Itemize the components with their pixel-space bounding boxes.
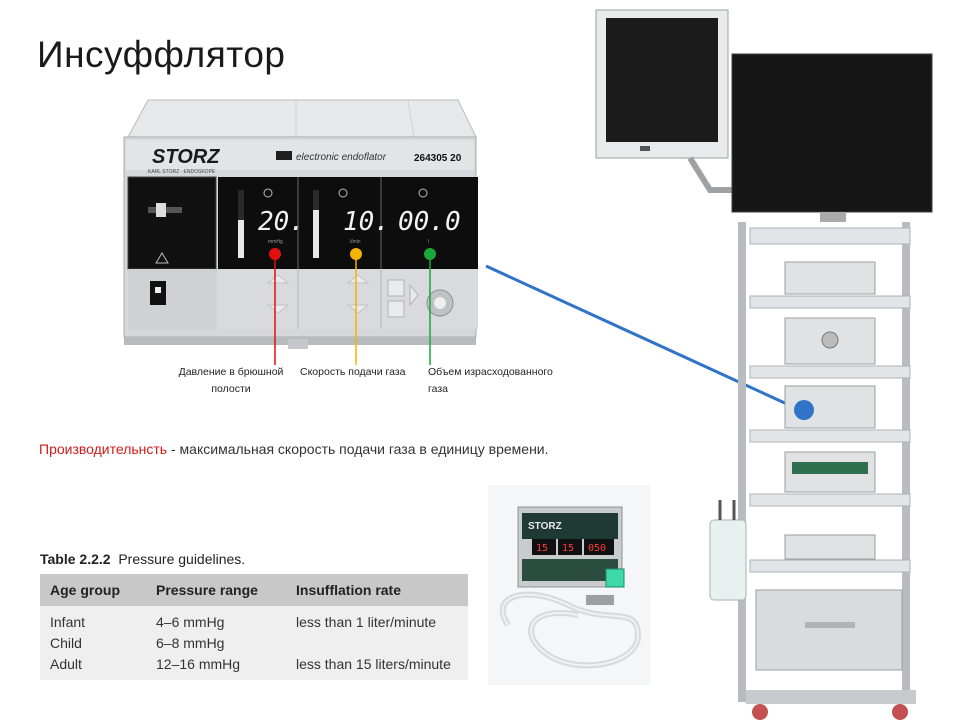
performance-term: Производительнсть bbox=[39, 441, 168, 457]
pressure-readout: 20. bbox=[258, 207, 305, 237]
table-caption-text: Pressure guidelines. bbox=[118, 551, 246, 567]
table-caption-number: Table 2.2.2 bbox=[40, 551, 111, 567]
table-cell: Child bbox=[50, 635, 82, 651]
table-cell: 12–16 mmHg bbox=[156, 656, 241, 672]
device-brand: STORZ bbox=[152, 146, 220, 168]
volume-label: Объем израсходованного газа bbox=[428, 366, 553, 395]
highlight-insufflator-marker bbox=[794, 400, 814, 420]
pressure-unit: mmHg bbox=[268, 239, 283, 245]
device-model-number: 264305 20 bbox=[414, 153, 462, 164]
flow-label: Скорость подачи газа bbox=[300, 366, 406, 378]
insufflator-device-illustration: STORZ KARL STORZ · ENDOSKOPE electronic … bbox=[123, 99, 478, 349]
table-cell: Infant bbox=[50, 614, 86, 630]
page-title: Инсуффлятор bbox=[37, 34, 286, 75]
small-display-2: 15 bbox=[562, 543, 574, 554]
flow-unit: l/min bbox=[350, 239, 361, 245]
table-cell: 6–8 mmHg bbox=[156, 635, 225, 651]
table-cell: less than 15 liters/minute bbox=[296, 656, 451, 672]
small-display-1: 15 bbox=[536, 543, 548, 554]
table-cell: less than 1 liter/minute bbox=[296, 614, 437, 630]
device-model-label: electronic endoflator bbox=[296, 152, 387, 163]
flow-readout: 10. bbox=[343, 207, 390, 237]
header-insufflation-rate: Insufflation rate bbox=[296, 582, 402, 598]
performance-definition: Производительнсть - максимальная скорост… bbox=[39, 441, 549, 457]
endoscopy-rack-photo bbox=[595, 9, 933, 720]
small-display-3: 050 bbox=[588, 543, 606, 554]
small-insufflator-photo: STORZ 15 15 050 bbox=[488, 485, 650, 685]
pressure-label: Давление в брюшной полости bbox=[178, 366, 284, 395]
header-pressure-range: Pressure range bbox=[156, 582, 258, 598]
table-cell: 4–6 mmHg bbox=[156, 614, 225, 630]
device-brand-sub: KARL STORZ · ENDOSKOPE bbox=[148, 169, 216, 175]
header-age-group: Age group bbox=[50, 582, 120, 598]
table-cell: Adult bbox=[50, 656, 82, 672]
table-header: Age group Pressure range Insufflation ra… bbox=[40, 574, 468, 606]
volume-readout: 00.0 bbox=[398, 207, 461, 237]
volume-unit: l bbox=[428, 239, 429, 245]
table-caption: Table 2.2.2 Pressure guidelines. bbox=[40, 551, 245, 567]
performance-text: - максимальная скорость подачи газа в ед… bbox=[167, 441, 549, 457]
pressure-guidelines-table: Age group Pressure range Insufflation ra… bbox=[40, 574, 468, 680]
small-device-brand: STORZ bbox=[528, 521, 562, 532]
